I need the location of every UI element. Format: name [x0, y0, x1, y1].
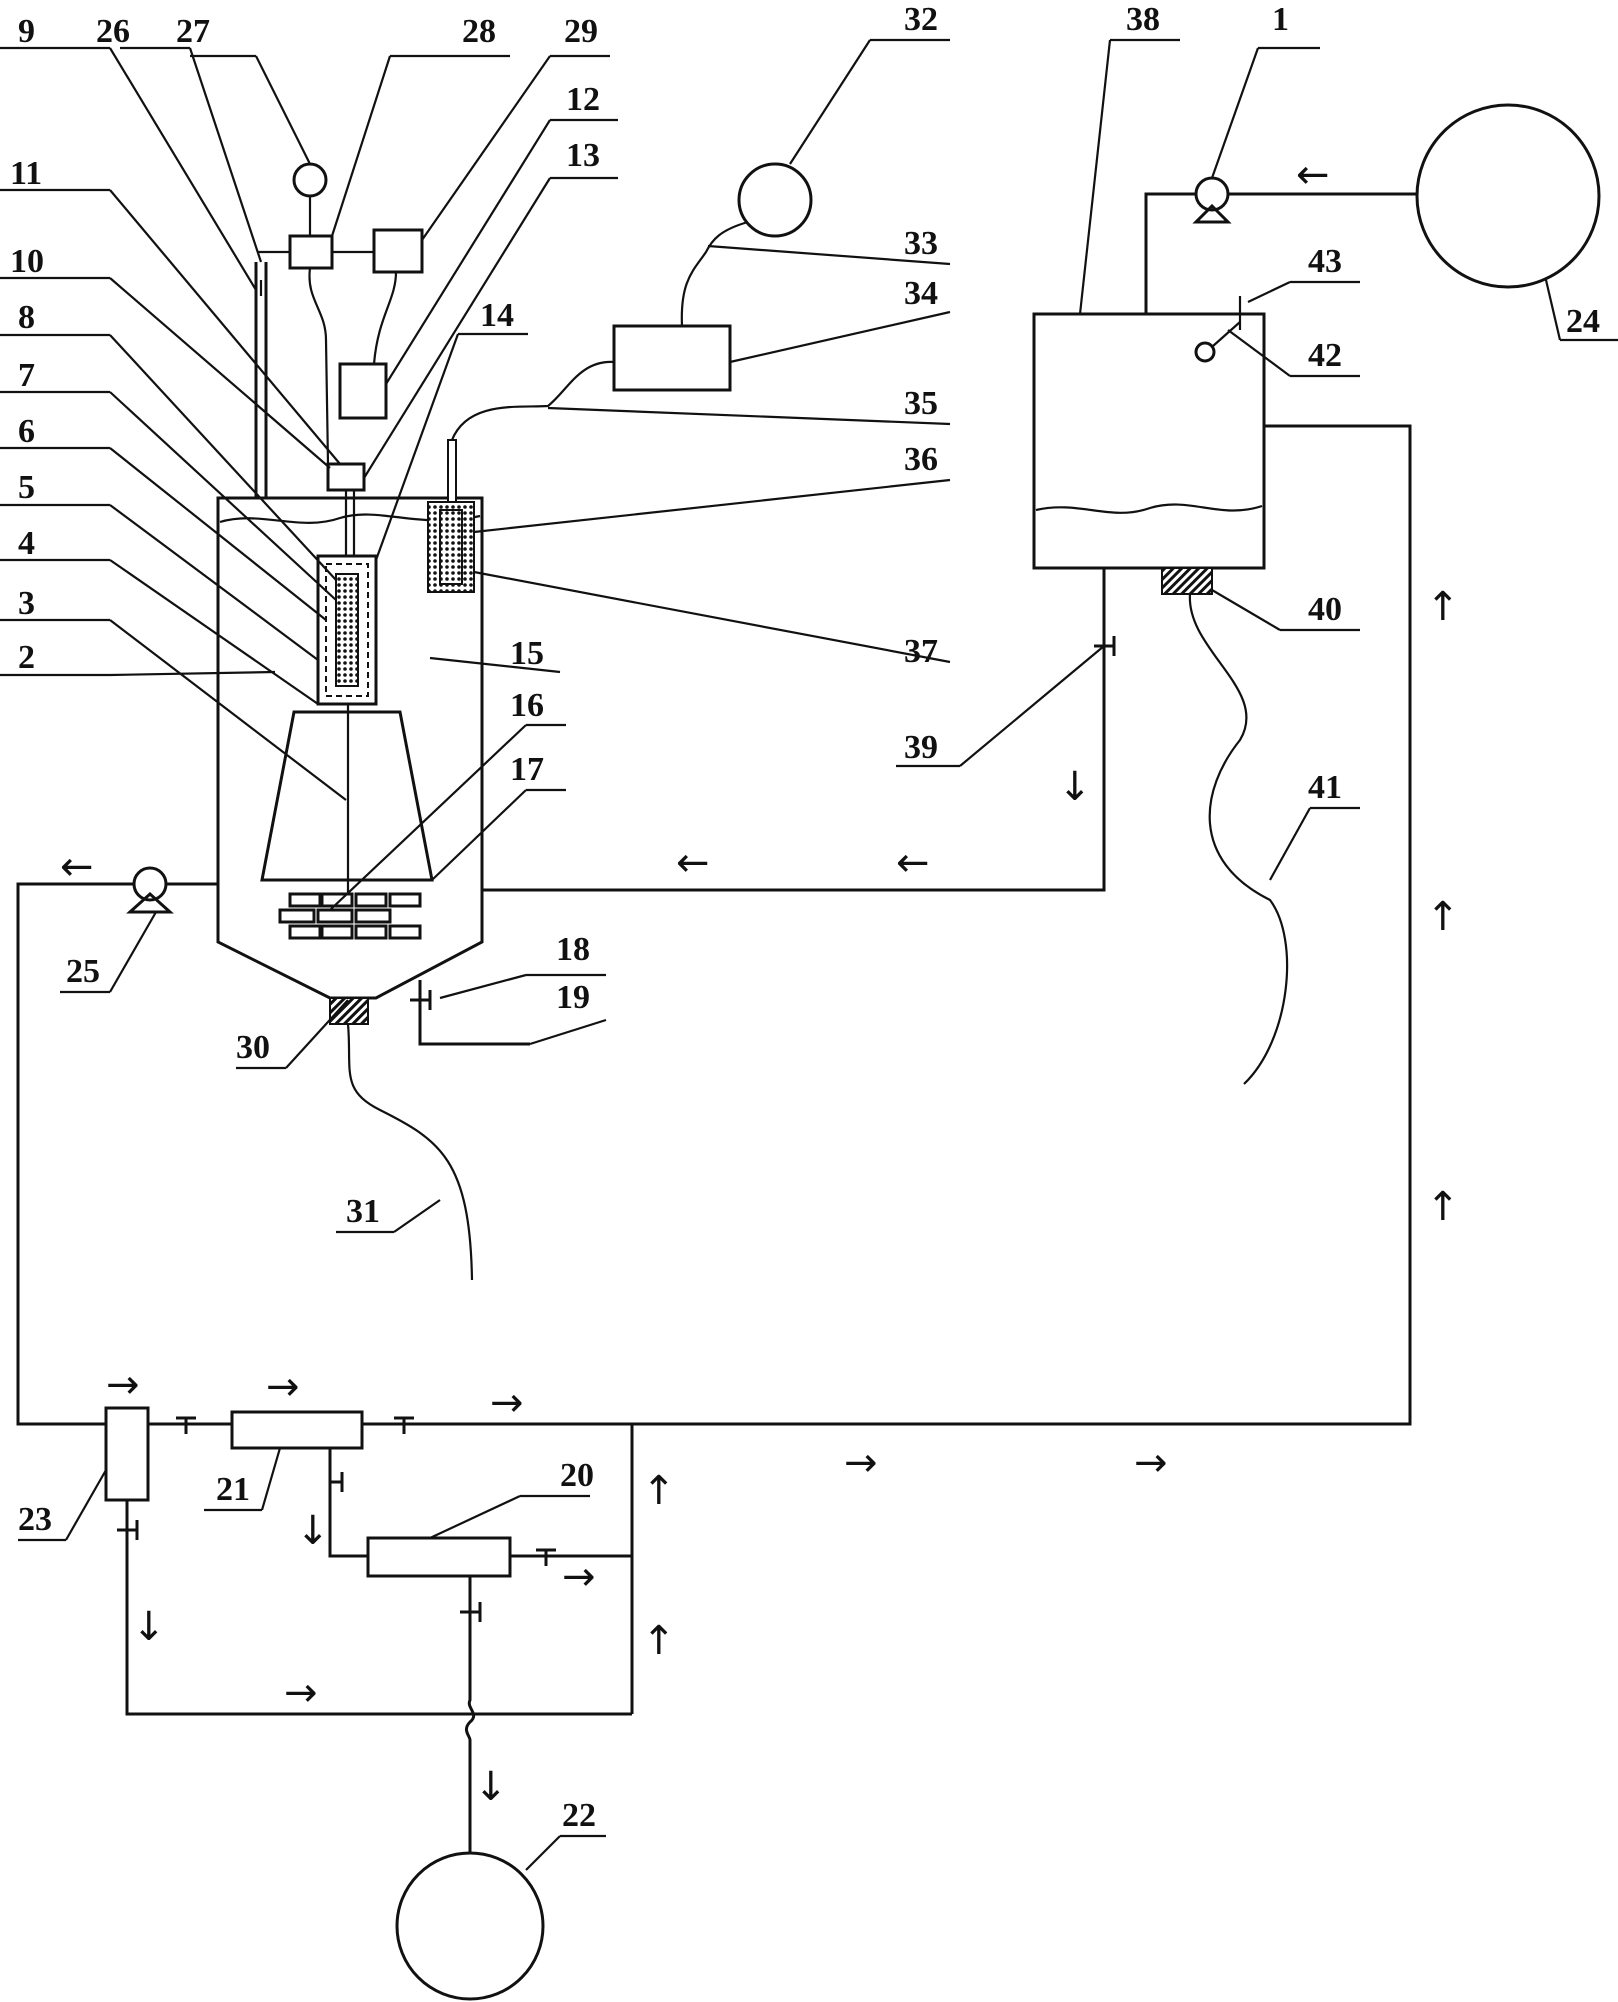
arrow-left: ←	[896, 840, 930, 886]
label-5: 5	[18, 469, 35, 506]
tank-38	[1032, 312, 1266, 570]
label-15: 15	[510, 635, 544, 672]
arrow-down: ↓	[296, 1508, 330, 1554]
label-42: 42	[1308, 337, 1342, 374]
label-22: 22	[562, 1797, 596, 1834]
pump-1	[1192, 176, 1232, 224]
label-9: 9	[18, 13, 35, 50]
exchanger-20	[366, 1536, 512, 1578]
label-6: 6	[18, 413, 35, 450]
arrow-up: ↑	[1426, 894, 1460, 940]
label-18: 18	[556, 931, 590, 968]
stirrer-impeller	[278, 892, 422, 940]
label-41: 41	[1308, 769, 1342, 806]
part-labels: 1 2 3 4 5 6 7 8 9 10 11 12 13 14 15 16 1…	[10, 1, 1600, 1834]
arrow-up: ↑	[1426, 584, 1460, 630]
label-33: 33	[904, 225, 938, 262]
label-32: 32	[904, 1, 938, 38]
leader-lines	[0, 38, 1618, 1871]
arrow-right: →	[562, 1554, 596, 1600]
gas-inlet-tube	[254, 250, 290, 498]
label-16: 16	[510, 687, 544, 724]
arrow-left: ←	[1296, 152, 1330, 198]
arrow-right: →	[266, 1364, 300, 1410]
label-31: 31	[346, 1193, 380, 1230]
label-21: 21	[216, 1471, 250, 1508]
analyzer-34	[612, 324, 732, 392]
pipe-tank-feed	[1144, 192, 1196, 314]
vessel-22	[395, 1851, 545, 2001]
meter-28	[288, 234, 334, 270]
arrow-down: ↓	[132, 1604, 166, 1650]
label-34: 34	[904, 275, 938, 312]
label-38: 38	[1126, 1, 1160, 38]
electrode-housing	[316, 554, 378, 706]
label-35: 35	[904, 385, 938, 422]
label-3: 3	[18, 585, 35, 622]
cable-41	[1188, 593, 1289, 1085]
arrow-right: →	[284, 1670, 318, 1716]
arrow-up: ↑	[642, 1468, 676, 1514]
arrow-down: ↓	[1058, 764, 1092, 810]
cable-35	[450, 360, 615, 441]
label-30: 30	[236, 1029, 270, 1066]
motor-box	[338, 362, 388, 420]
exchanger-21	[230, 1410, 364, 1450]
label-12: 12	[566, 81, 600, 118]
coupling-box	[326, 462, 366, 492]
cable-31	[346, 1023, 474, 1281]
label-14: 14	[480, 297, 514, 334]
label-1: 1	[1272, 1, 1289, 38]
pipe-to-22	[464, 1576, 476, 1852]
flow-arrows: ← ← ← ← ↓ ↑ ↑ ↑ → → → → → → → ↓ ↓ ↓ ↑ ↑	[60, 152, 1460, 1810]
arrow-left: ←	[60, 844, 94, 890]
probe-assembly	[427, 439, 475, 593]
arrow-right: →	[490, 1380, 524, 1426]
label-2: 2	[18, 639, 35, 676]
label-28: 28	[462, 13, 496, 50]
label-24: 24	[1566, 303, 1600, 340]
cable-33	[680, 220, 749, 327]
label-11: 11	[10, 155, 42, 192]
label-40: 40	[1308, 591, 1342, 628]
label-10: 10	[10, 243, 44, 280]
pipe-left-loop	[16, 882, 134, 1426]
label-13: 13	[566, 137, 600, 174]
label-26: 26	[96, 13, 130, 50]
heater-40	[1161, 567, 1213, 595]
label-17: 17	[510, 751, 544, 788]
separator-23	[104, 1406, 150, 1502]
arrow-right: →	[106, 1362, 140, 1408]
pipe-return	[632, 424, 1412, 1426]
arrow-down: ↓	[474, 1764, 508, 1810]
arrow-up: ↑	[642, 1618, 676, 1664]
arrow-left: ←	[676, 840, 710, 886]
vessel-24	[1415, 103, 1601, 289]
label-4: 4	[18, 525, 35, 562]
label-37: 37	[904, 633, 938, 670]
label-43: 43	[1308, 243, 1342, 280]
label-39: 39	[904, 729, 938, 766]
arrow-right: →	[1134, 1440, 1168, 1486]
meter-32	[737, 162, 813, 238]
pump-25	[126, 866, 174, 914]
arrow-up: ↑	[1426, 1184, 1460, 1230]
label-20: 20	[560, 1457, 594, 1494]
label-29: 29	[564, 13, 598, 50]
controller-29	[372, 228, 424, 274]
label-25: 25	[66, 953, 100, 990]
label-36: 36	[904, 441, 938, 478]
pipe-tank-to-reactor	[482, 568, 1106, 892]
label-23: 23	[18, 1501, 52, 1538]
label-7: 7	[18, 357, 35, 394]
label-8: 8	[18, 299, 35, 336]
heater-30	[329, 997, 369, 1025]
arrow-right: →	[844, 1440, 878, 1486]
label-27: 27	[176, 13, 210, 50]
float-switch	[1194, 296, 1242, 363]
label-19: 19	[556, 979, 590, 1016]
gauge-27	[292, 162, 328, 198]
